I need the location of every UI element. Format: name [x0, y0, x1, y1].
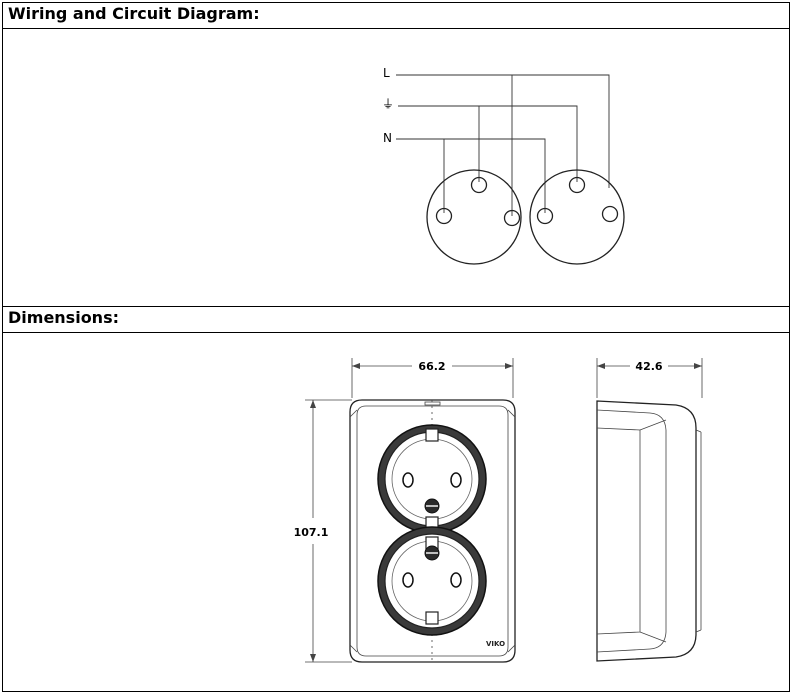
side-profile-bevel-bottom: [639, 631, 667, 643]
side-profile-front-edge: [596, 409, 667, 653]
socket-left-earth-pin: [470, 176, 488, 194]
socket-face-left: [426, 169, 522, 265]
side-profile-inner-edge: [596, 427, 641, 635]
upper-socket-pin-right: [450, 472, 462, 488]
upper-socket-pin-left: [402, 472, 414, 488]
lower-socket-pin-right: [450, 572, 462, 588]
dimensions-section-title: Dimensions:: [8, 308, 119, 327]
dimensions-section-header: Dimensions:: [2, 306, 790, 333]
socket-face-right: [529, 169, 625, 265]
live-terminal-label: L: [383, 66, 390, 80]
socket-right-live-pin: [601, 205, 619, 223]
height-arrow-top: [310, 400, 316, 408]
front-body-outline: [349, 399, 516, 663]
side-view: 42.6: [596, 358, 703, 662]
side-back-lip-top: [695, 429, 702, 433]
lower-socket-pin-left: [402, 572, 414, 588]
socket-left-neutral-pin: [435, 207, 453, 225]
side-body-outline: [596, 400, 697, 662]
front-corner-tl: [349, 409, 358, 418]
front-corner-tr: [507, 409, 516, 418]
neutral-terminal-label: N: [383, 131, 392, 145]
width-arrow-right: [505, 363, 513, 369]
depth-dimension-label: 42.6: [635, 360, 662, 373]
side-profile-bevel-top: [639, 419, 667, 431]
earth-terminal-label: ⏚: [382, 97, 394, 111]
earth-wire: [398, 105, 578, 182]
depth-arrow-right: [694, 363, 702, 369]
front-body-inner-outline: [356, 405, 509, 657]
upper-socket-top-earth-clip: [425, 428, 439, 442]
wiring-diagram: L ⏚ N: [382, 66, 625, 265]
depth-arrow-left: [597, 363, 605, 369]
front-top-notch: [424, 401, 441, 406]
neutral-wire: [396, 138, 546, 213]
lower-socket-face: [384, 533, 480, 629]
socket-left-live-pin: [503, 209, 521, 227]
height-arrow-bottom: [310, 654, 316, 662]
brand-logo: VIKO: [486, 640, 505, 648]
front-corner-br: [507, 644, 516, 653]
lower-socket-bottom-earth-clip: [425, 611, 439, 625]
front-corner-bl: [349, 644, 358, 653]
width-arrow-left: [352, 363, 360, 369]
socket-right-neutral-pin: [536, 207, 554, 225]
wiring-section-header: Wiring and Circuit Diagram:: [2, 2, 790, 29]
width-dimension-label: 66.2: [418, 360, 445, 373]
live-wire: [396, 74, 610, 188]
front-view: 66.2 107.1: [294, 358, 516, 663]
height-dimension-label: 107.1: [294, 526, 329, 539]
wiring-section-title: Wiring and Circuit Diagram:: [8, 4, 260, 23]
socket-right-earth-pin: [568, 176, 586, 194]
side-back-lip-bottom: [695, 629, 702, 633]
